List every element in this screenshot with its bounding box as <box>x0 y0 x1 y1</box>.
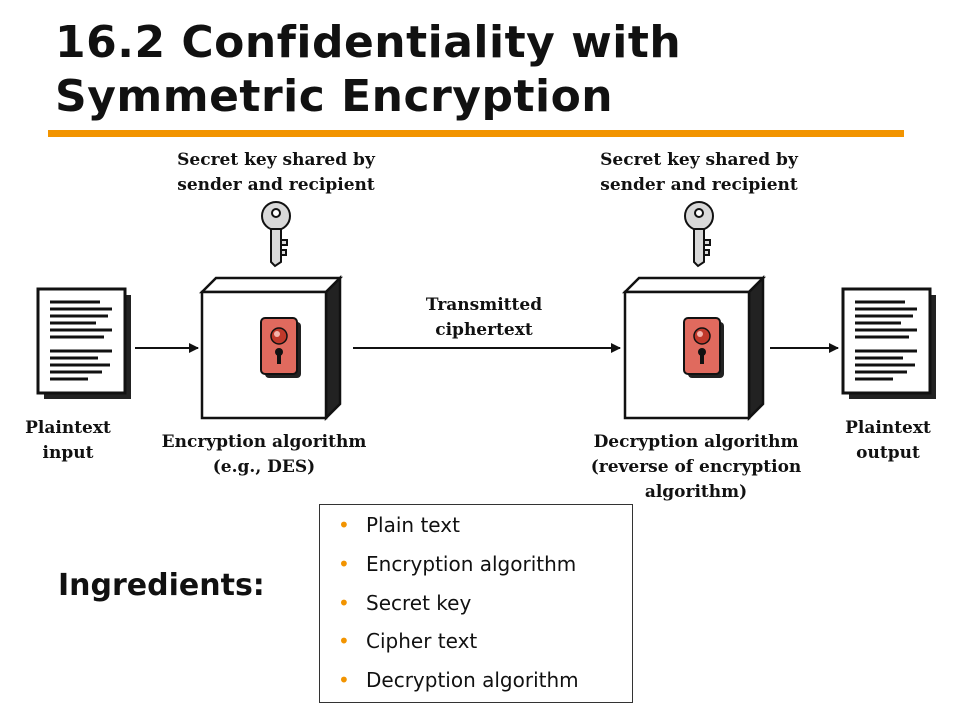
key-caption-left: Secret key shared by sender and recipien… <box>166 148 386 198</box>
bullet-icon: • <box>338 552 350 576</box>
plaintext-output-document-icon <box>841 287 936 399</box>
title-underline <box>48 130 904 137</box>
bullet-icon: • <box>338 668 350 692</box>
list-item-label: Plain text <box>366 513 460 537</box>
decryption-lock-icon <box>683 317 724 378</box>
list-item-label: Secret key <box>366 591 472 615</box>
transmitted-line-2: ciphertext <box>435 320 533 340</box>
plaintext-input-line-1: Plaintext <box>25 418 111 438</box>
bullet-icon: • <box>338 513 350 537</box>
ingredients-list: • Plain text • Encryption algorithm • Secre… <box>319 504 633 703</box>
decryption-algorithm-box <box>621 274 767 422</box>
list-item-label: Encryption algorithm <box>366 552 577 576</box>
encryption-algorithm-box <box>198 274 344 422</box>
encryption-line-2: (e.g., DES) <box>212 457 316 477</box>
encryption-caption: Encryption algorithm (e.g., DES) <box>152 430 376 480</box>
plaintext-input-line-2: input <box>42 443 94 463</box>
key-caption-left-line-1: Secret key shared by <box>177 150 375 170</box>
transmitted-line-1: Transmitted <box>425 295 543 315</box>
slide-title: 16.2 Confidentiality with Symmetric Encr… <box>55 16 915 124</box>
key-caption-right-line-1: Secret key shared by <box>600 150 798 170</box>
ingredients-label: Ingredients: <box>58 568 265 603</box>
encryption-lock-icon <box>260 317 301 378</box>
title-line-2: Symmetric Encryption <box>55 71 614 122</box>
plaintext-input-caption: Plaintext input <box>18 416 118 466</box>
list-item: • Secret key <box>338 591 471 615</box>
key-caption-right: Secret key shared by sender and recipien… <box>589 148 809 198</box>
plaintext-output-line-2: output <box>856 443 920 463</box>
decryption-line-3: algorithm) <box>644 482 748 502</box>
plaintext-output-caption: Plaintext output <box>836 416 940 466</box>
encryption-line-1: Encryption algorithm <box>161 432 367 452</box>
list-item: • Encryption algorithm <box>338 552 576 576</box>
key-caption-right-line-2: sender and recipient <box>600 175 798 195</box>
secret-key-icon-right <box>684 201 714 268</box>
plaintext-output-line-1: Plaintext <box>845 418 931 438</box>
decryption-caption: Decryption algorithm (reverse of encrypt… <box>582 430 810 505</box>
transmitted-ciphertext-caption: Transmitted ciphertext <box>404 293 564 343</box>
secret-key-icon-left <box>261 201 291 268</box>
decryption-line-1: Decryption algorithm <box>593 432 799 452</box>
list-item-label: Cipher text <box>366 629 478 653</box>
decryption-line-2: (reverse of encryption <box>590 457 802 477</box>
plaintext-input-document-icon <box>36 287 131 399</box>
key-caption-left-line-2: sender and recipient <box>177 175 375 195</box>
title-line-1: 16.2 Confidentiality with <box>55 17 682 68</box>
list-item: • Cipher text <box>338 629 477 653</box>
list-item: • Plain text <box>338 513 460 537</box>
bullet-icon: • <box>338 591 350 615</box>
list-item-label: Decryption algorithm <box>366 668 579 692</box>
bullet-icon: • <box>338 629 350 653</box>
list-item: • Decryption algorithm <box>338 668 579 692</box>
